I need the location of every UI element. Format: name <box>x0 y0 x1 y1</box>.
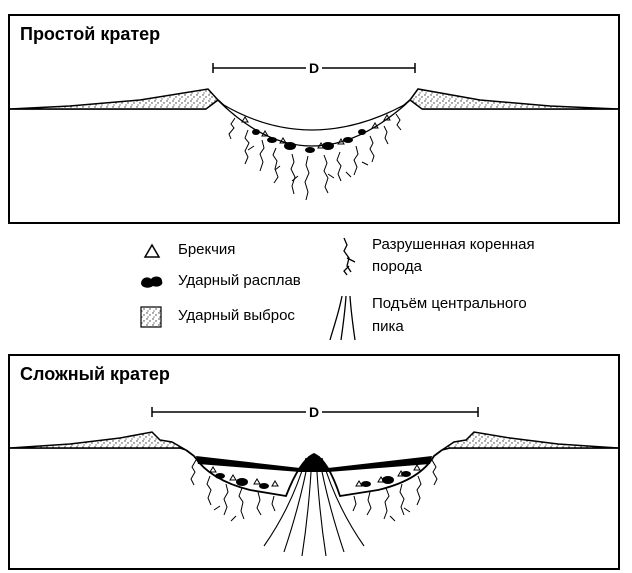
simple-crater-panel: Простой кратер D <box>8 14 620 224</box>
fractured-bedrock <box>228 113 402 201</box>
impact-melt-blobs <box>252 129 366 153</box>
legend-breccia: Брекчия <box>178 241 236 258</box>
simple-crater-title: Простой кратер <box>20 24 161 44</box>
uplift-lines-icon <box>329 295 356 341</box>
diameter-label: D <box>309 404 319 420</box>
complex-crater-panel: Сложный кратер D <box>8 354 620 570</box>
stipple-square-icon <box>140 306 162 328</box>
simple-crater-diagram: D <box>10 60 618 201</box>
melt-blob-icon <box>141 276 163 288</box>
legend-fractured-bedrock-1: Разрушенная коренная <box>372 236 535 253</box>
ejecta-left <box>10 431 187 451</box>
breccia-triangles <box>209 464 421 487</box>
central-peak-uplift <box>263 454 365 557</box>
breccia-triangles <box>241 114 391 149</box>
ejecta-right <box>441 431 618 451</box>
legend-central-peak-1: Подъём центрального <box>372 295 527 312</box>
impact-melt-blobs <box>215 471 411 489</box>
diameter-label: D <box>309 60 319 76</box>
complex-crater-title: Сложный кратер <box>20 364 170 384</box>
triangle-icon <box>143 243 161 258</box>
breccia-lens <box>221 103 407 147</box>
ejecta-right <box>408 88 618 110</box>
complex-crater-diagram: D <box>10 404 618 557</box>
fractured-bedrock <box>190 459 438 522</box>
impact-melt-sheet <box>196 454 432 472</box>
legend-central-peak-2: пика <box>372 318 404 335</box>
legend-ejecta: Ударный выброс <box>178 307 295 324</box>
ejecta-left <box>10 88 220 110</box>
fracture-icon <box>343 237 356 276</box>
legend-impact-melt: Ударный расплав <box>178 272 301 289</box>
legend-fractured-bedrock-2: порода <box>372 258 422 275</box>
